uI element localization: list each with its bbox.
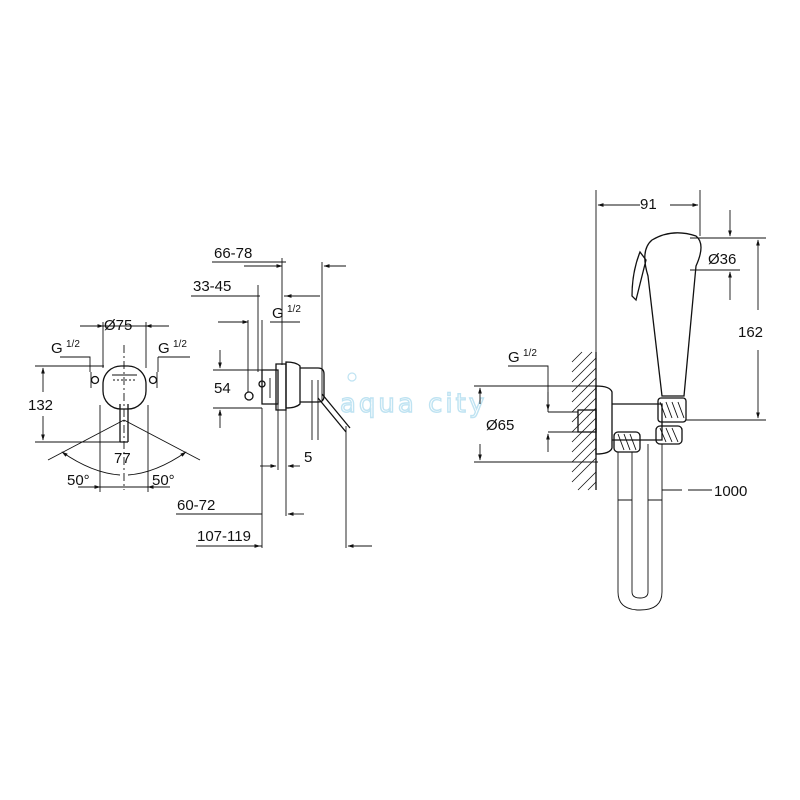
hand-shower <box>644 232 702 397</box>
watermark-drop-icon <box>347 372 357 382</box>
hose-outline <box>617 444 663 611</box>
front-g-left-leader <box>60 356 91 372</box>
wall-flange <box>595 385 613 455</box>
label-g-side: G <box>272 305 284 322</box>
label-angle-left: 50° <box>67 472 90 489</box>
front-escutcheon <box>102 365 147 410</box>
label-g-right-set-fraction: 1/2 <box>523 348 537 359</box>
label-depth-107-119: 107-119 <box>197 528 251 545</box>
label-diameter-36: Ø36 <box>708 251 736 268</box>
label-g-left: G <box>51 340 63 357</box>
label-g-right: G <box>158 340 170 357</box>
wall-hatch <box>571 351 597 491</box>
holder-body <box>612 403 663 441</box>
label-offset-5: 5 <box>304 449 312 466</box>
label-g-side-fraction: 1/2 <box>287 304 301 315</box>
label-angle-right: 50° <box>152 472 175 489</box>
label-width-91: 91 <box>640 196 657 213</box>
label-depth-66-78: 66-78 <box>214 245 252 262</box>
front-g-right-leader <box>157 356 190 372</box>
label-width-77: 77 <box>114 450 131 467</box>
label-g-left-fraction: 1/2 <box>66 339 80 350</box>
label-g-right-fraction: 1/2 <box>173 339 187 350</box>
hose-nut-right <box>655 425 683 445</box>
side-lever <box>317 393 351 433</box>
label-height-132: 132 <box>28 397 53 414</box>
spray-set-view <box>474 190 766 611</box>
front-view <box>35 322 201 492</box>
label-depth-33-45: 33-45 <box>193 278 231 295</box>
side-escutcheon <box>285 361 301 409</box>
side-view <box>176 258 372 548</box>
label-height-162: 162 <box>738 324 763 341</box>
label-g-right-set: G <box>508 349 520 366</box>
label-diameter-65: Ø65 <box>486 417 514 434</box>
watermark-text: aqua city <box>340 389 487 419</box>
label-diameter-75: Ø75 <box>104 317 132 334</box>
label-hose-1000: 1000 <box>714 483 747 500</box>
label-depth-60-72: 60-72 <box>177 497 215 514</box>
label-height-54: 54 <box>214 380 231 397</box>
hose-nut-left <box>613 431 641 453</box>
hand-shower-trigger <box>631 250 647 302</box>
